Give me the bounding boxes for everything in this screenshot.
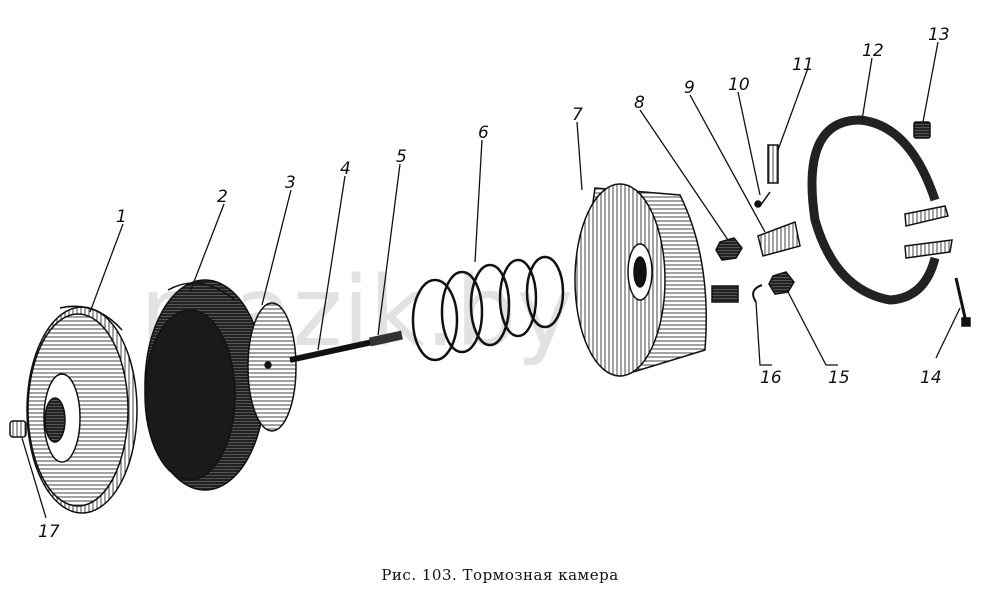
callout-13: 13 — [928, 25, 950, 45]
part-1-cover — [26, 305, 138, 514]
part-4-5-pushrod — [289, 330, 403, 363]
part-17-plug — [9, 420, 27, 438]
part-10-cotter — [754, 191, 771, 208]
callout-12: 12 — [862, 41, 884, 61]
part-12-clamp — [807, 115, 953, 305]
part-6-spring — [411, 255, 565, 362]
callout-11: 11 — [792, 55, 814, 75]
part-9-fork — [757, 220, 801, 257]
part-8-nut — [715, 237, 743, 261]
callout-6: 6 — [478, 123, 489, 143]
part-13-nut — [913, 121, 931, 139]
part-15-nut — [768, 271, 795, 295]
callout-8: 8 — [634, 93, 645, 113]
part-2-housing — [144, 279, 266, 491]
callout-3: 3 — [285, 173, 296, 193]
figure-caption: Рис. 103. Тормозная камера — [381, 566, 619, 584]
callout-9: 9 — [684, 78, 695, 98]
callout-7: 7 — [572, 105, 583, 125]
callout-2: 2 — [217, 187, 228, 207]
callout-17: 17 — [38, 522, 60, 542]
part-11-pin — [767, 144, 779, 184]
callout-1: 1 — [116, 207, 127, 227]
part-3-diaphragm — [247, 302, 297, 432]
callout-10: 10 — [728, 75, 750, 95]
callout-16: 16 — [760, 368, 782, 388]
part-7-chamber-body — [574, 183, 739, 377]
part-14-bolt — [954, 277, 971, 327]
callout-labels: 1 2 3 4 5 6 7 8 9 10 11 12 13 14 15 16 1… — [38, 25, 950, 542]
callout-15: 15 — [828, 368, 850, 388]
leader-lines — [21, 41, 961, 519]
callout-14: 14 — [920, 368, 942, 388]
part-16-snapring — [752, 284, 763, 303]
callout-4: 4 — [340, 159, 351, 179]
callout-5: 5 — [396, 147, 407, 167]
